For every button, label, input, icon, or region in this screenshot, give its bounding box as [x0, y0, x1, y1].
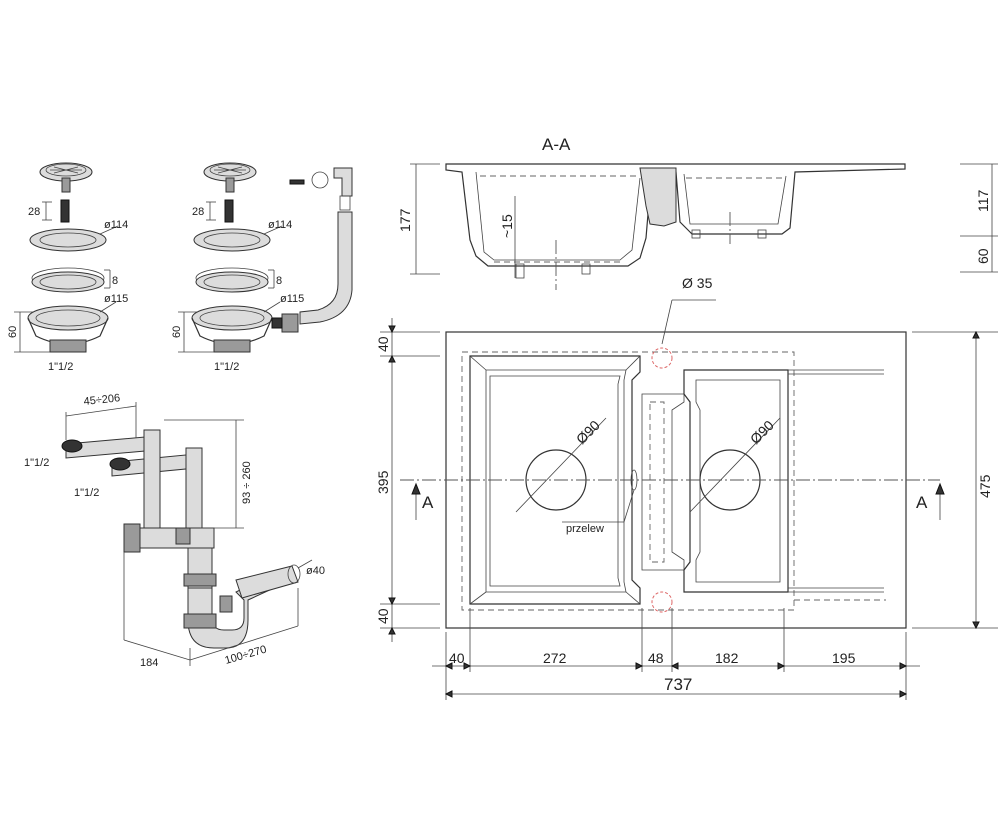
body-height-label: 60 — [7, 326, 19, 338]
section-mark-right: A — [916, 493, 928, 512]
plan-total-width: 737 — [664, 675, 692, 694]
body-diameter-label-2: ø115 — [280, 293, 304, 305]
plan-width-4: 195 — [832, 650, 856, 666]
plan-width-2: 48 — [648, 650, 664, 666]
drain-left-label: Ø90 — [573, 417, 603, 447]
body-height-label-2: 60 — [171, 326, 183, 338]
section-mark-left: A — [422, 493, 434, 512]
plan-width-3: 182 — [715, 650, 739, 666]
section-inner — [475, 171, 641, 261]
strainer-assembly-left: 28 ø114 8 ø115 60 1"1/2 — [7, 162, 128, 373]
section-foot-2 — [581, 263, 591, 275]
spacing-label: 45÷206 — [83, 392, 121, 408]
right-bowl-outline — [683, 369, 789, 593]
outlet-label: ø40 — [306, 565, 325, 577]
left-bowl-inner — [485, 369, 627, 593]
strainer-assembly-right: 28 ø114 8 ø115 60 1"1/2 — [171, 162, 353, 373]
section-depth-label: 177 — [397, 208, 413, 232]
section-radius-label: ~15 — [499, 214, 515, 238]
overflow-hose — [299, 211, 353, 325]
right-bowl-inner — [695, 379, 781, 583]
thread-label-2: 1"1/2 — [214, 361, 239, 373]
inlet-right — [109, 457, 131, 471]
divider-outline — [641, 393, 685, 571]
drain-right-label: Ø90 — [747, 417, 777, 447]
inlet-left — [61, 439, 83, 453]
plan-bowl-height: 395 — [375, 470, 391, 494]
thread-label: 1"1/2 — [48, 361, 73, 373]
plan-margin-top: 40 — [375, 336, 391, 352]
left-bowl-inner-2 — [489, 375, 621, 587]
inlet-left-label: 1"1/2 — [24, 457, 49, 469]
section-view: A-A ~15 177 117 60 — [397, 135, 998, 290]
plan-hidden-outline — [461, 351, 795, 611]
siphon-assembly: ø40 45÷206 93 ÷ 260 1"1/2 1"1/2 184 100÷… — [24, 392, 325, 669]
plan-margin-bottom: 40 — [375, 608, 391, 624]
section-foot-3 — [691, 229, 701, 239]
flange-diameter-label-2: ø114 — [268, 219, 292, 231]
plan-width-1: 272 — [543, 650, 567, 666]
left-bowl-outline — [469, 355, 641, 605]
plan-width-0: 40 — [449, 650, 465, 666]
overflow-label: przelew — [566, 523, 604, 535]
height-range-label: 93 ÷ 260 — [241, 461, 253, 504]
section-right-depth-1: 117 — [975, 189, 991, 212]
section-divider — [639, 167, 677, 227]
section-foot-1 — [515, 263, 525, 279]
screw-length-label: 28 — [28, 206, 40, 218]
overflow-hole-bottom — [651, 591, 673, 613]
overflow-hole-label: Ø 35 — [682, 275, 713, 291]
flange-diameter-label: ø114 — [104, 219, 128, 231]
section-title: A-A — [542, 135, 571, 154]
section-right-depth-2: 60 — [975, 248, 991, 264]
overflow-hole-top — [651, 347, 673, 369]
depth-label: 184 — [140, 657, 158, 669]
plan-total-height: 475 — [977, 474, 993, 498]
ring-thickness-label-2: 8 — [276, 275, 282, 287]
screw-length-label-2: 28 — [192, 206, 204, 218]
section-inner-right — [683, 173, 787, 225]
plan-view: Ø 35 Ø90 Ø90 przelew A A 40 395 40 — [375, 275, 998, 700]
inlet-right-label: 1"1/2 — [74, 487, 99, 499]
ring-thickness-label: 8 — [112, 275, 118, 287]
section-foot-4 — [757, 229, 767, 239]
body-diameter-label: ø115 — [104, 293, 128, 305]
